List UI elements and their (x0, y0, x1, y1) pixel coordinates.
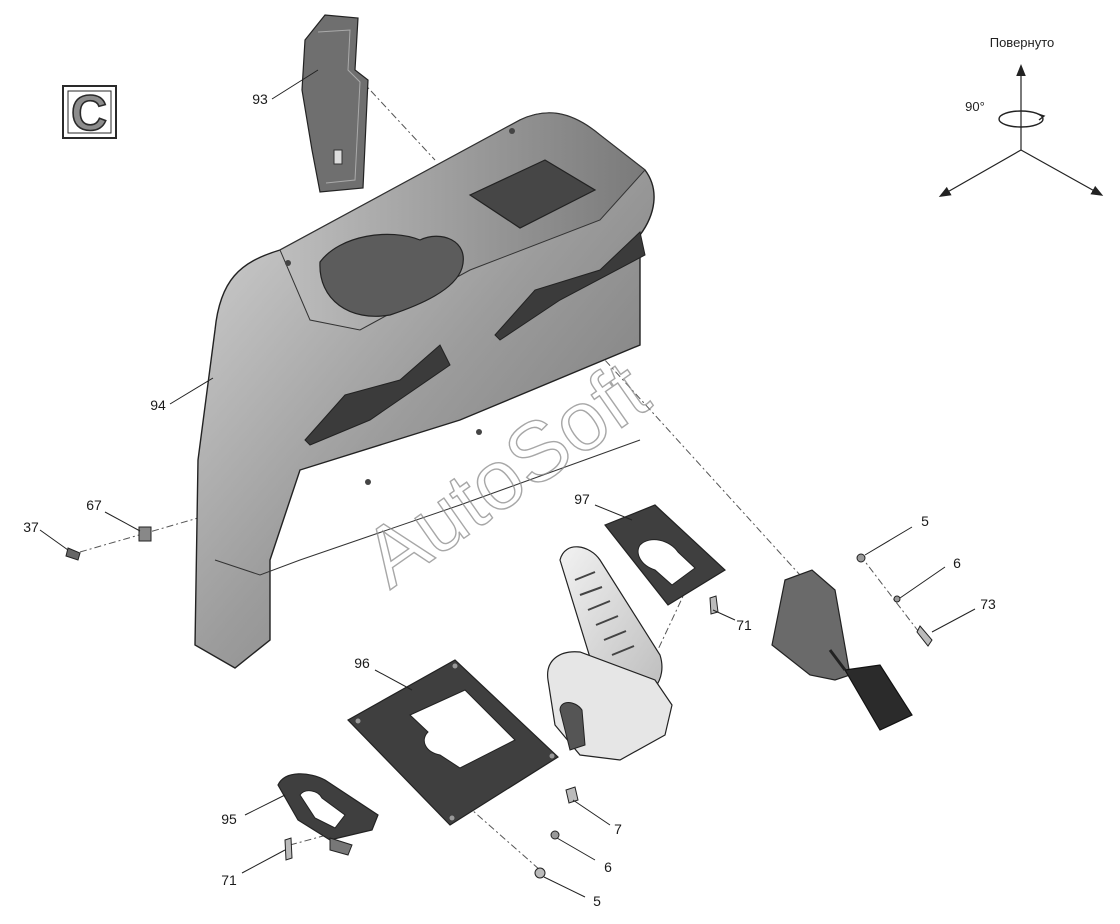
cup-holder (319, 233, 464, 317)
part-95-bracket (277, 773, 379, 856)
part-97-gasket (604, 504, 726, 606)
part-37-screw (65, 547, 81, 561)
callout-labels: 93 94 37 67 97 96 95 71 71 5 6 73 7 6 5 (23, 91, 996, 909)
callout-94: 94 (150, 397, 166, 413)
part-93-bracket (301, 14, 369, 193)
callout-93: 93 (252, 91, 268, 107)
leader-lines (39, 69, 976, 898)
callout-71-lower: 71 (221, 872, 237, 888)
callout-5-upper: 5 (921, 513, 929, 529)
callout-97: 97 (574, 491, 590, 507)
fasteners (284, 553, 933, 879)
part-94-console (194, 112, 655, 669)
callout-6-upper: 6 (953, 555, 961, 571)
part-67-clip (138, 526, 152, 542)
brake-pedal-assembly (771, 569, 913, 731)
callout-7: 7 (614, 821, 622, 837)
callout-96: 96 (354, 655, 370, 671)
axis-right-arrow (1020, 149, 1104, 196)
callout-73: 73 (980, 596, 996, 612)
callout-95: 95 (221, 811, 237, 827)
storage-tray (468, 159, 597, 229)
axis-left-arrow (938, 149, 1022, 197)
callout-6-lower: 6 (604, 859, 612, 875)
orientation-indicator: Повернуто 90° (938, 35, 1104, 197)
callout-37: 37 (23, 519, 39, 535)
part-96-plate (347, 659, 559, 826)
rotation-angle: 90° (965, 99, 985, 114)
section-letter: C (71, 85, 107, 141)
accelerator-pedal-assembly (547, 546, 673, 761)
callout-5-lower: 5 (593, 893, 601, 909)
section-badge: C (62, 84, 117, 142)
orientation-label: Повернуто (990, 35, 1055, 50)
rotation-arrow-icon (998, 110, 1044, 128)
callout-71-upper: 71 (736, 617, 752, 633)
callout-67: 67 (86, 497, 102, 513)
